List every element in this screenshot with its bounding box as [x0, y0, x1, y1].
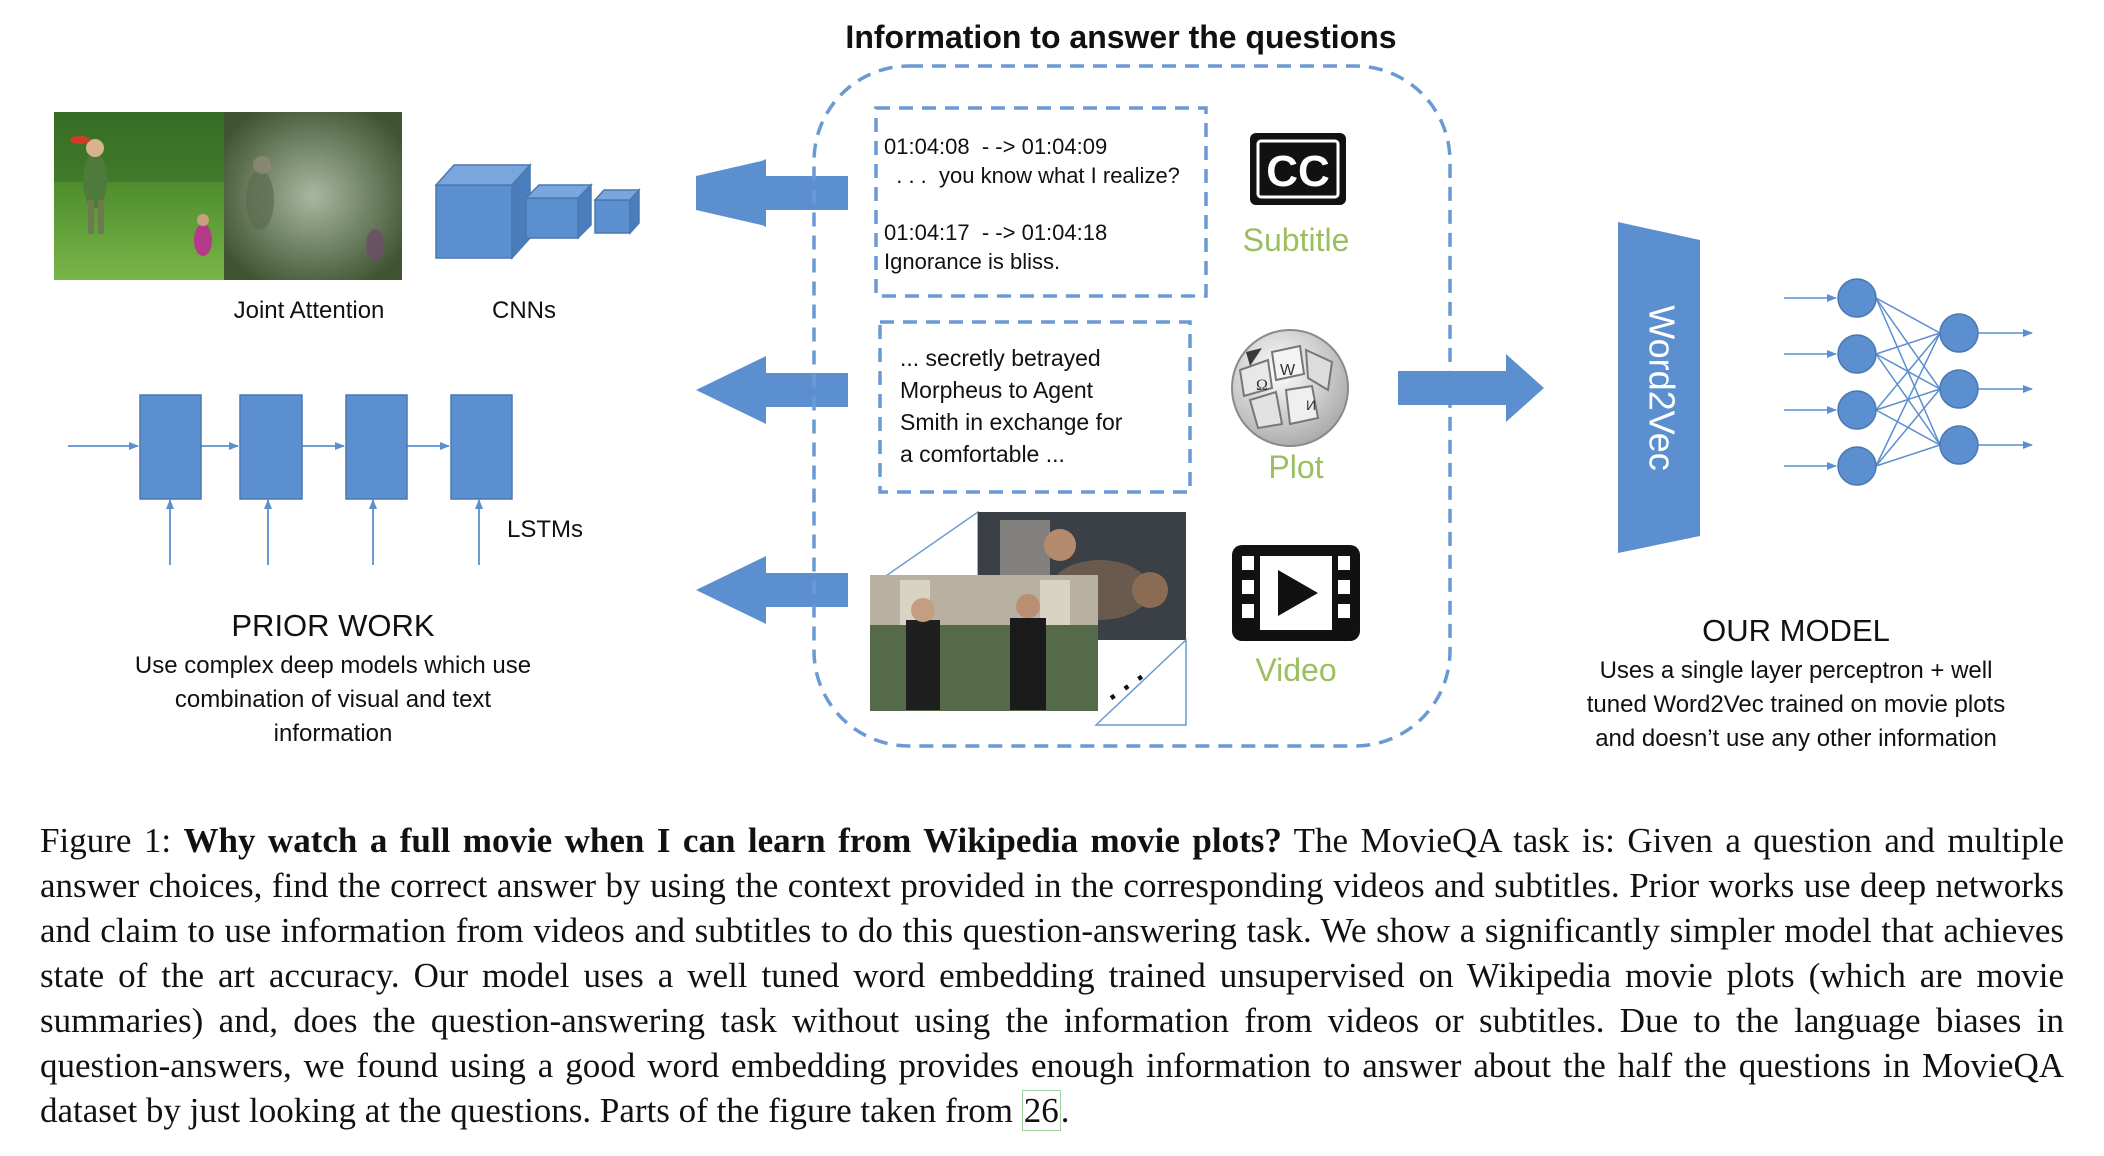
word2vec-block	[1618, 222, 1700, 553]
plot-text-line: a comfortable ...	[900, 441, 1065, 467]
video-film-icon	[1232, 545, 1360, 641]
cnns-label: CNNs	[492, 297, 556, 324]
caption-body: The MovieQA task is: Given a question an…	[40, 821, 2065, 1130]
closed-caption-icon: CC	[1250, 133, 1346, 205]
prior-work-desc-line: information	[274, 720, 393, 747]
subtitle-text-line: 01:04:17 - -> 01:04:18	[884, 220, 1107, 245]
video-frames-image: . . .	[870, 510, 1187, 726]
lstms-label: LSTMs	[507, 516, 583, 543]
perceptron-network	[1784, 278, 2033, 486]
our-model-desc-line: and doesn’t use any other information	[1595, 725, 1997, 752]
plot-box	[878, 320, 1192, 494]
plot-text-line: Smith in exchange for	[900, 409, 1123, 435]
video-label: Video	[1255, 652, 1336, 688]
our-model-desc-line: Uses a single layer perceptron + well	[1600, 657, 1993, 684]
wikipedia-globe-icon: W Ω И	[1231, 329, 1349, 447]
right-arrow	[1398, 354, 1544, 422]
lstm-cells	[139, 394, 513, 500]
prior-work-desc-line: combination of visual and text	[175, 686, 492, 713]
plot-text-line: Morpheus to Agent	[900, 377, 1094, 403]
caption-title: Why watch a full movie when I can learn …	[183, 821, 1282, 860]
joint-attention-label: Joint Attention	[234, 297, 385, 324]
our-model-title: OUR MODEL	[1702, 613, 1890, 648]
joint-attention-image	[54, 112, 402, 280]
subtitle-label: Subtitle	[1243, 222, 1350, 258]
figure-header: Information to answer the questions	[845, 19, 1396, 55]
citation-link[interactable]: 26	[1021, 1090, 1061, 1131]
our-model-desc-line: tuned Word2Vec trained on movie plots	[1587, 691, 2005, 718]
subtitle-text-line: 01:04:08 - -> 01:04:09	[884, 134, 1107, 159]
svg-text:W: W	[1280, 362, 1296, 379]
caption-prefix: Figure 1:	[40, 821, 184, 860]
cnn-cubes-icon	[434, 163, 641, 260]
figure-caption: Figure 1: Why watch a full movie when I …	[40, 818, 2064, 1133]
caption-end: .	[1060, 1091, 1070, 1130]
svg-text:Ω: Ω	[1256, 377, 1268, 394]
figure-1-diagram: Information to answer the questions Join…	[54, 19, 2033, 752]
svg-text:И: И	[1306, 397, 1316, 413]
prior-work-desc-line: Use complex deep models which use	[135, 652, 531, 679]
subtitle-text-line: Ignorance is bliss.	[884, 249, 1060, 274]
prior-work-title: PRIOR WORK	[231, 608, 435, 643]
subtitle-text-line: . . . you know what I realize?	[884, 163, 1180, 188]
information-container	[812, 64, 1452, 748]
plot-label: Plot	[1268, 449, 1323, 485]
svg-text:CC: CC	[1266, 147, 1330, 196]
lstm-diagram	[68, 442, 483, 565]
plot-text-line: ... secretly betrayed	[900, 345, 1101, 371]
left-arrows	[696, 159, 848, 624]
word2vec-label: Word2Vec	[1641, 305, 1682, 470]
subtitle-box	[874, 106, 1208, 298]
